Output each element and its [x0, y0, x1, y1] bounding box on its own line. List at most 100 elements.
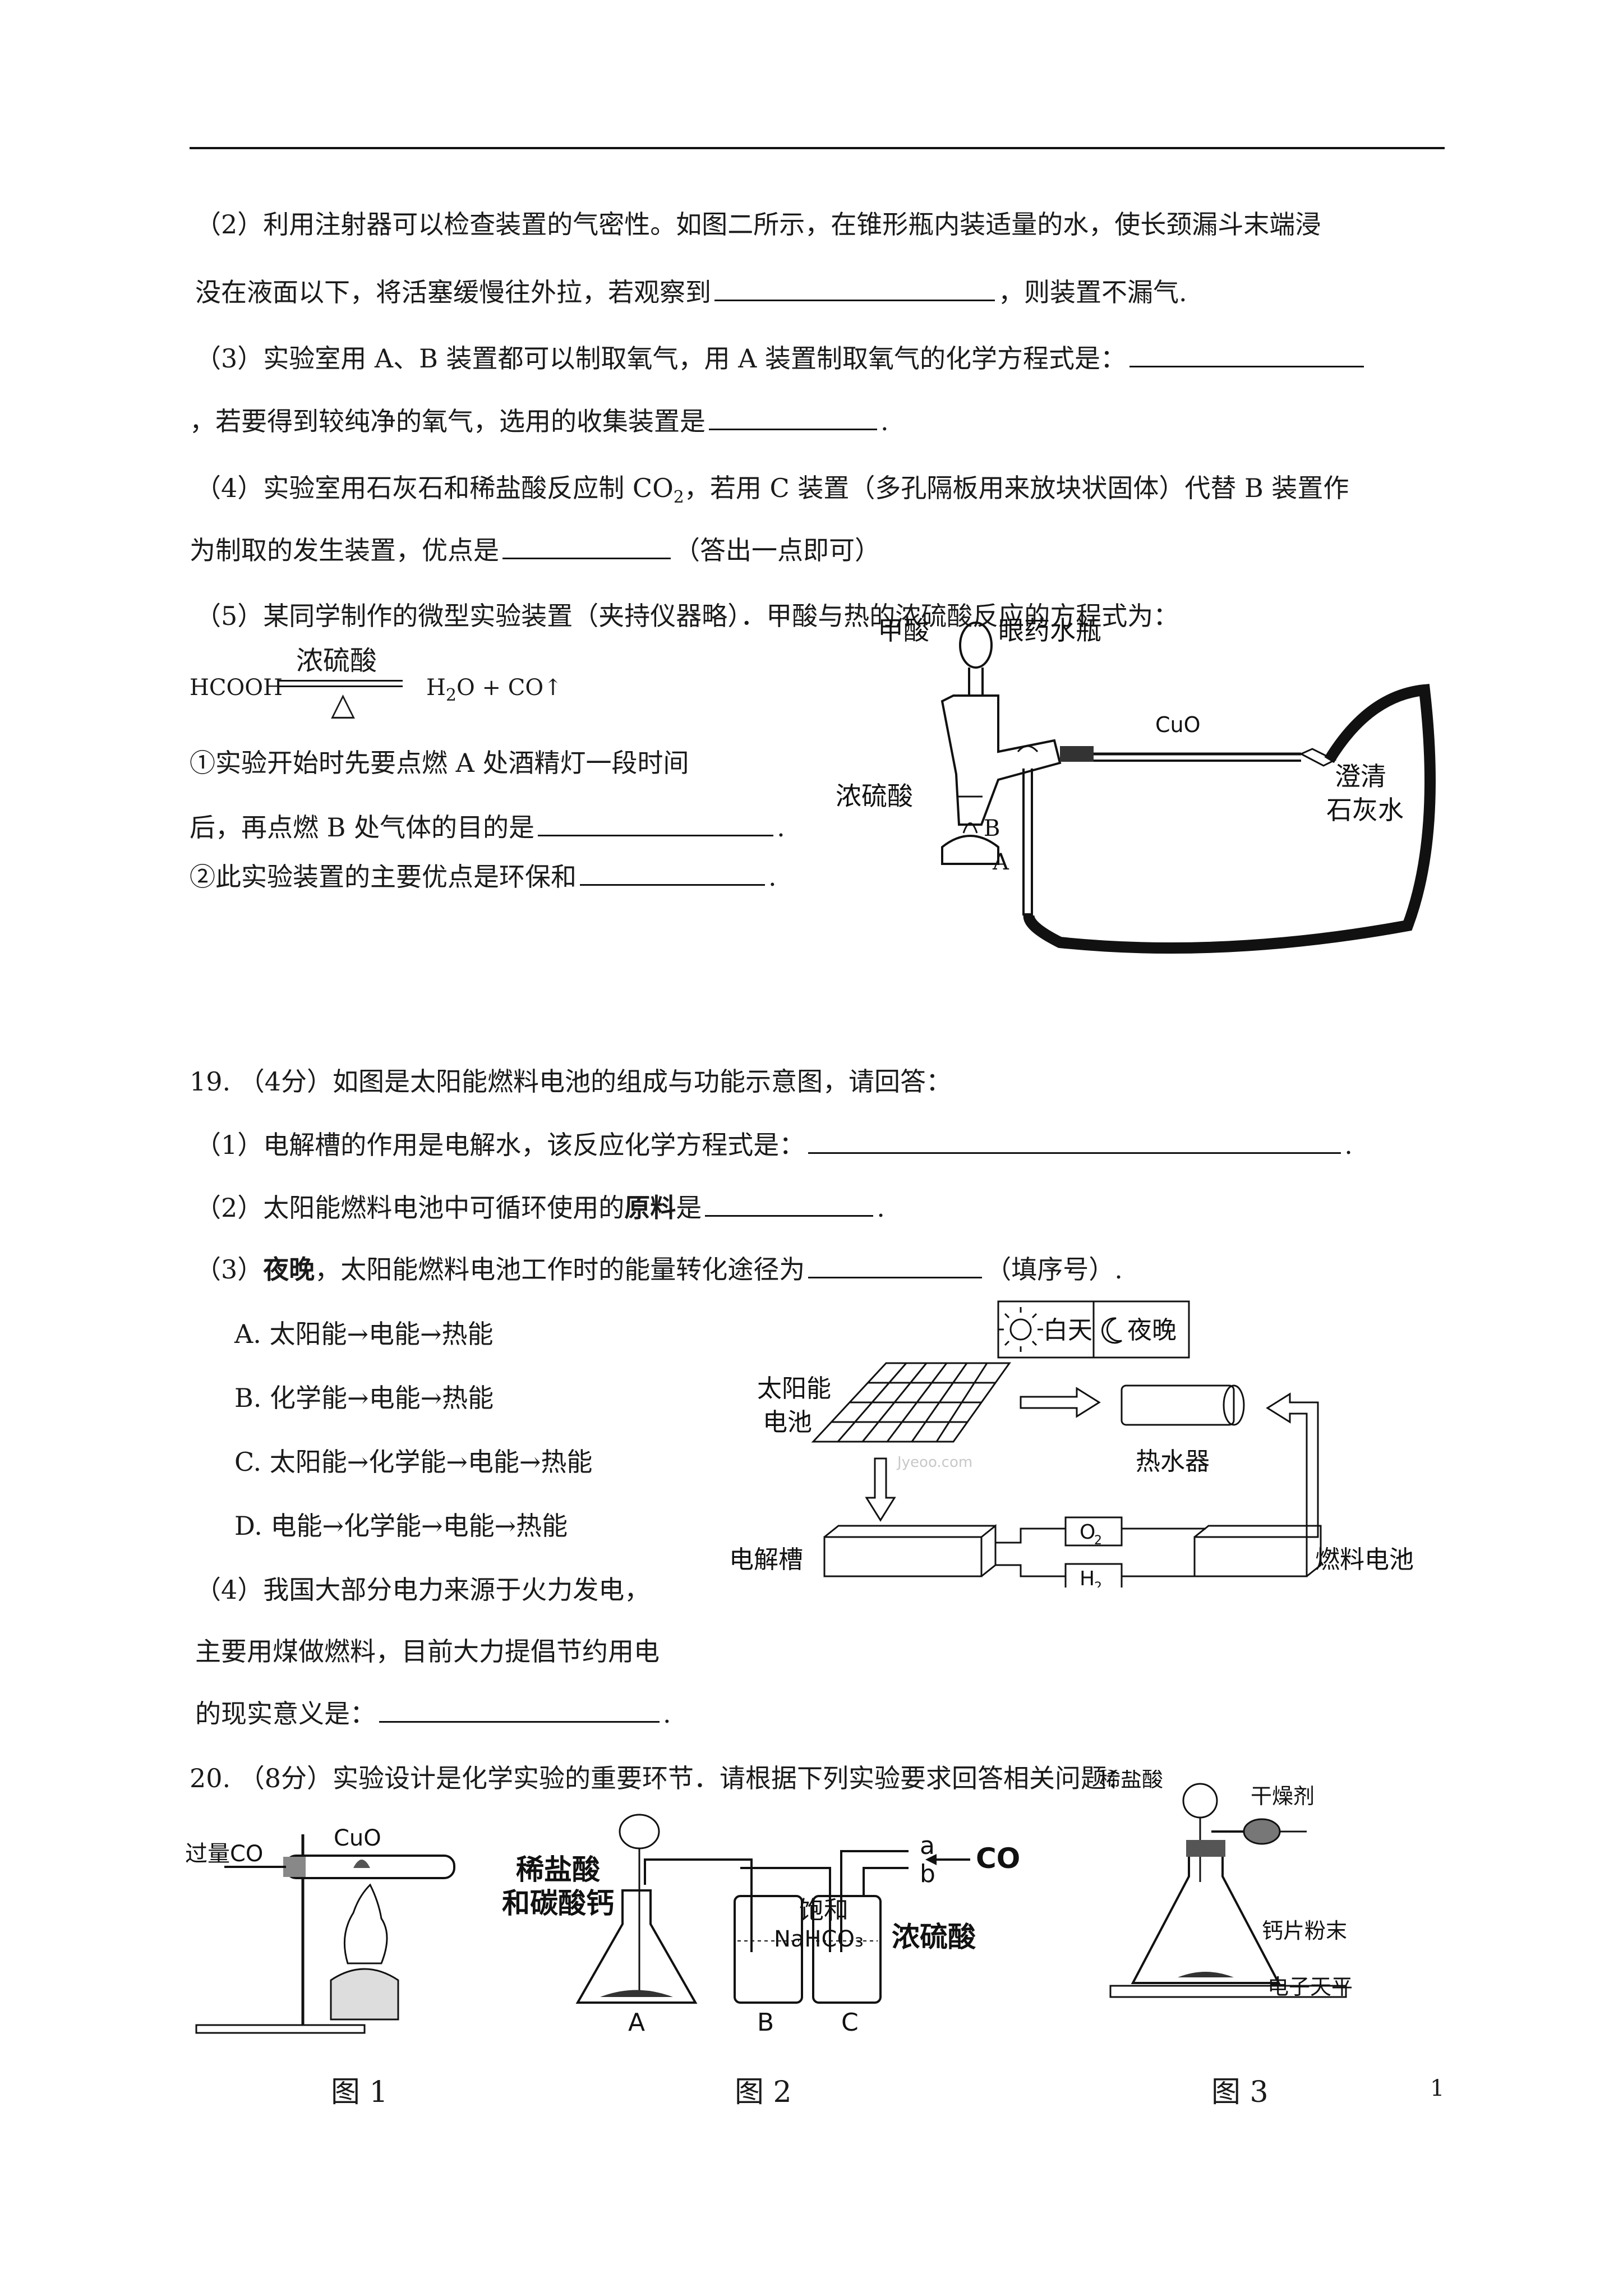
- q18-p3-line2: ，若要得到较纯净的氧气，选用的收集装置是.: [190, 404, 889, 438]
- label-co: CO: [976, 1842, 1020, 1875]
- eq-bar-2: [279, 685, 403, 687]
- flask-a: [575, 1889, 698, 2004]
- q19-p4-line2: 主要用煤做燃料，目前大力提倡节约用电: [195, 1636, 660, 1667]
- label-co: 过量CO: [185, 1841, 263, 1867]
- h2-box: [1064, 1563, 1123, 1588]
- moon-icon: [1101, 1317, 1122, 1344]
- label-A: A: [628, 2008, 645, 2037]
- label-acid-1: 稀盐酸: [516, 1853, 601, 1886]
- label-h2so4: 浓硫酸: [836, 781, 913, 811]
- bottle-c: [812, 1895, 882, 2004]
- page-number: 1: [1430, 2076, 1445, 2101]
- answer-blank[interactable]: [705, 1190, 874, 1217]
- answer-blank[interactable]: [714, 275, 995, 301]
- label-electrolyzer: 电解槽: [729, 1545, 803, 1574]
- o2-box: [1064, 1516, 1123, 1547]
- label-a: A: [992, 849, 1009, 875]
- label-day: 白天: [1043, 1316, 1092, 1345]
- q19-p4-line1: （4）我国大部分电力来源于火力发电，: [195, 1575, 651, 1605]
- q19-p4-line3: 的现实意义是：.: [195, 1696, 671, 1731]
- q18-p2-line2: 没在液面以下，将活塞缓慢往外拉，若观察到，则装置不漏气.: [195, 275, 1187, 309]
- balance: [1109, 1985, 1347, 1998]
- answer-blank[interactable]: [502, 533, 671, 559]
- q18-s2: ②此实验装置的主要优点是环保和.: [190, 859, 777, 894]
- answer-blank[interactable]: [709, 404, 877, 430]
- label-dropper: 眼药水瓶: [998, 615, 1101, 646]
- answer-blank[interactable]: [1129, 341, 1364, 367]
- arrow-panel-electrolyzer: [865, 1457, 896, 1522]
- q19-p2: （2）太阳能燃料电池中可循环使用的原料是.: [195, 1190, 885, 1225]
- q19-option-b[interactable]: B. 化学能→电能→热能: [234, 1383, 494, 1413]
- label-o2-sub: 2: [1094, 1534, 1102, 1548]
- label-b-port: b: [920, 1860, 935, 1888]
- label-o2: O: [1080, 1521, 1095, 1544]
- label-fuelcell: 燃料电池: [1315, 1545, 1414, 1574]
- label-sat: 饱和: [799, 1896, 849, 1925]
- eq-cond-bottom: △: [331, 686, 356, 723]
- reaction-tube: [285, 1855, 455, 1879]
- label-C: C: [841, 2008, 859, 2037]
- solar-panel: [811, 1362, 1011, 1443]
- q19-option-d[interactable]: D. 电能→化学能→电能→热能: [234, 1511, 568, 1541]
- arrow-panel-heater: [1020, 1387, 1101, 1418]
- label-balance: 电子天平: [1267, 1975, 1353, 1999]
- watermark: Jyeoo.com: [896, 1454, 972, 1471]
- label-acid-2: 和碳酸钙: [502, 1887, 614, 1920]
- caption-fig2: 图 2: [735, 2076, 792, 2109]
- label-ca: 钙片粉末: [1262, 1918, 1347, 1943]
- q18-s1-line1: ①实验开始时先要点燃 A 处酒精灯一段时间: [190, 748, 689, 778]
- stand-base: [195, 2024, 366, 2034]
- eq-bar-1: [279, 680, 403, 682]
- q19-option-c[interactable]: C. 太阳能→化学能→电能→热能: [234, 1447, 593, 1477]
- flame: [343, 1883, 388, 1964]
- answer-blank[interactable]: [580, 859, 765, 886]
- label-a-port: a: [920, 1832, 935, 1860]
- label-B: B: [757, 2008, 774, 2037]
- q19-title: 19. （4分）如图是太阳能燃料电池的组成与功能示意图，请回答：: [190, 1066, 952, 1097]
- solar-fuel-cell-figure: 白天 夜晚 太阳能 电池 热水器 电解槽 O 2 H 2 燃料电池 Jyeoo.…: [729, 1300, 1414, 1588]
- label-nahco3: NaHCO₃: [774, 1926, 864, 1952]
- dropper-bottle: [959, 622, 993, 669]
- label-acid: 稀盐酸: [1099, 1770, 1163, 1792]
- drying-tube: [1243, 1818, 1281, 1845]
- answer-blank[interactable]: [379, 1696, 660, 1723]
- y-tube: [940, 694, 1062, 826]
- q19-p1: （1）电解槽的作用是电解水，该反应化学方程式是：.: [195, 1128, 1353, 1162]
- q18-p2-line1: （2）利用注射器可以检查装置的气密性。如图二所示，在锥形瓶内装适量的水，使长颈漏…: [195, 209, 1321, 240]
- eq-right: H2O + CO↑: [426, 675, 562, 705]
- answer-blank[interactable]: [538, 810, 774, 836]
- bottle-b: [734, 1895, 803, 2004]
- label-panel-2: 电池: [763, 1408, 812, 1437]
- figure-1: 过量CO CuO: [185, 1825, 455, 2034]
- label-panel-1: 太阳能: [757, 1374, 831, 1403]
- caption-fig3: 图 3: [1211, 2076, 1269, 2109]
- caption-fig1: 图 1: [331, 2076, 388, 2109]
- header-rule: [190, 147, 1445, 149]
- label-night: 夜晚: [1127, 1316, 1177, 1345]
- sun-icon: [1009, 1318, 1032, 1341]
- fuel-cell: [1193, 1536, 1308, 1577]
- answer-blank[interactable]: [808, 1128, 1341, 1154]
- label-h2-sub: 2: [1094, 1580, 1102, 1588]
- figure-2: 稀盐酸 和碳酸钙 饱和 NaHCO₃ 浓硫酸 a b CO A B C: [502, 1814, 1020, 2037]
- electrolyzer: [823, 1536, 983, 1577]
- water-heater: [1121, 1384, 1235, 1426]
- answer-blank[interactable]: [808, 1252, 983, 1278]
- label-b: B: [984, 816, 1000, 841]
- micro-apparatus-figure: 甲酸 眼药水瓶 CuO 浓硫酸 A B 澄清 石灰水: [836, 615, 1436, 954]
- alcohol-lamp-a: [941, 835, 999, 865]
- alcohol-lamp: [330, 1968, 399, 2021]
- cuo-powder: [353, 1860, 370, 1868]
- label-dry: 干燥剂: [1251, 1784, 1315, 1809]
- q18-p5: （5）某同学制作的微型实验装置（夹持仪器略）．甲酸与热的浓硫酸反应的方程式为：: [195, 601, 1179, 631]
- label-cuo: CuO: [1155, 712, 1201, 737]
- q18-p4-line2: 为制取的发生装置，优点是（答出一点即可）: [190, 533, 880, 567]
- q19-option-a[interactable]: A. 太阳能→电能→热能: [234, 1319, 494, 1349]
- figure-3: 稀盐酸 干燥剂 钙片粉末 电子天平: [1099, 1770, 1353, 1999]
- q18-s1-line2: 后，再点燃 B 处气体的目的是.: [190, 810, 785, 844]
- label-h2so4: 浓硫酸: [892, 1921, 976, 1953]
- q18-p3-line1: （3）实验室用 A、B 装置都可以制取氧气，用 A 装置制取氧气的化学方程式是：: [195, 341, 1367, 375]
- label-heater: 热水器: [1136, 1447, 1210, 1476]
- label-formic: 甲酸: [878, 615, 929, 646]
- flask: [1131, 1842, 1281, 1984]
